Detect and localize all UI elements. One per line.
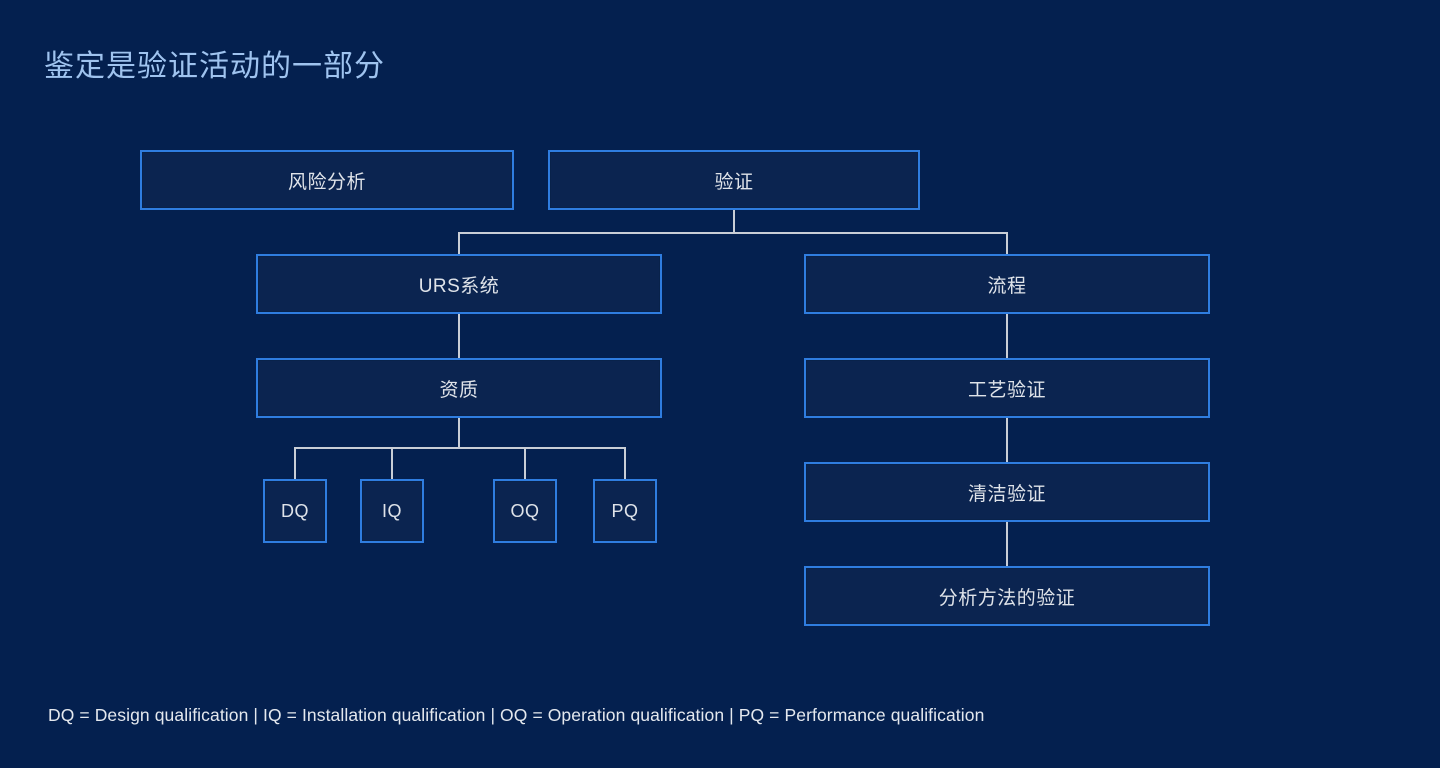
page-title: 鉴定是验证活动的一部分 xyxy=(44,50,385,83)
node-label: IQ xyxy=(381,500,402,521)
connector-bus-to-pq xyxy=(624,447,626,479)
node-oq[interactable]: OQ xyxy=(493,479,557,543)
connector-bus-top xyxy=(458,232,1008,234)
node-label: 资质 xyxy=(439,379,479,401)
connector-cleaning-to-analytical xyxy=(1006,522,1008,566)
connector-bus-to-urs xyxy=(458,232,460,254)
node-label: OQ xyxy=(510,500,540,521)
connector-process-validation-to-cleaning xyxy=(1006,418,1008,462)
node-dq[interactable]: DQ xyxy=(263,479,327,543)
connector-process-to-process-validation xyxy=(1006,314,1008,358)
node-cleaning-validation[interactable]: 清洁验证 xyxy=(804,462,1210,522)
node-risk-analysis[interactable]: 风险分析 xyxy=(140,150,514,210)
connector-validation-down xyxy=(733,210,735,233)
node-label: 清洁验证 xyxy=(967,483,1046,505)
connector-bus-to-dq xyxy=(294,447,296,479)
node-validation[interactable]: 验证 xyxy=(548,150,920,210)
connector-urs-to-qualification xyxy=(458,314,460,358)
connector-bus-to-oq xyxy=(524,447,526,479)
connector-qualification-down xyxy=(458,418,460,448)
node-process[interactable]: 流程 xyxy=(804,254,1210,314)
node-label: PQ xyxy=(611,500,639,521)
node-process-validation[interactable]: 工艺验证 xyxy=(804,358,1210,418)
node-analytical-method-validation[interactable]: 分析方法的验证 xyxy=(804,566,1210,626)
connector-bus-to-iq xyxy=(391,447,393,479)
node-label: URS系统 xyxy=(418,275,500,297)
connector-bus-bottom xyxy=(294,447,626,449)
node-urs-system[interactable]: URS系统 xyxy=(256,254,662,314)
node-pq[interactable]: PQ xyxy=(593,479,657,543)
abbreviation-legend: DQ = Design qualification | IQ = Install… xyxy=(48,705,985,725)
node-label: 流程 xyxy=(987,275,1027,297)
node-iq[interactable]: IQ xyxy=(360,479,424,543)
connector-bus-to-process xyxy=(1006,232,1008,254)
node-label: 风险分析 xyxy=(287,171,366,193)
node-label: 工艺验证 xyxy=(967,379,1046,401)
node-label: DQ xyxy=(281,500,309,521)
node-qualification[interactable]: 资质 xyxy=(256,358,662,418)
node-label: 验证 xyxy=(714,171,754,193)
node-label: 分析方法的验证 xyxy=(938,587,1076,609)
